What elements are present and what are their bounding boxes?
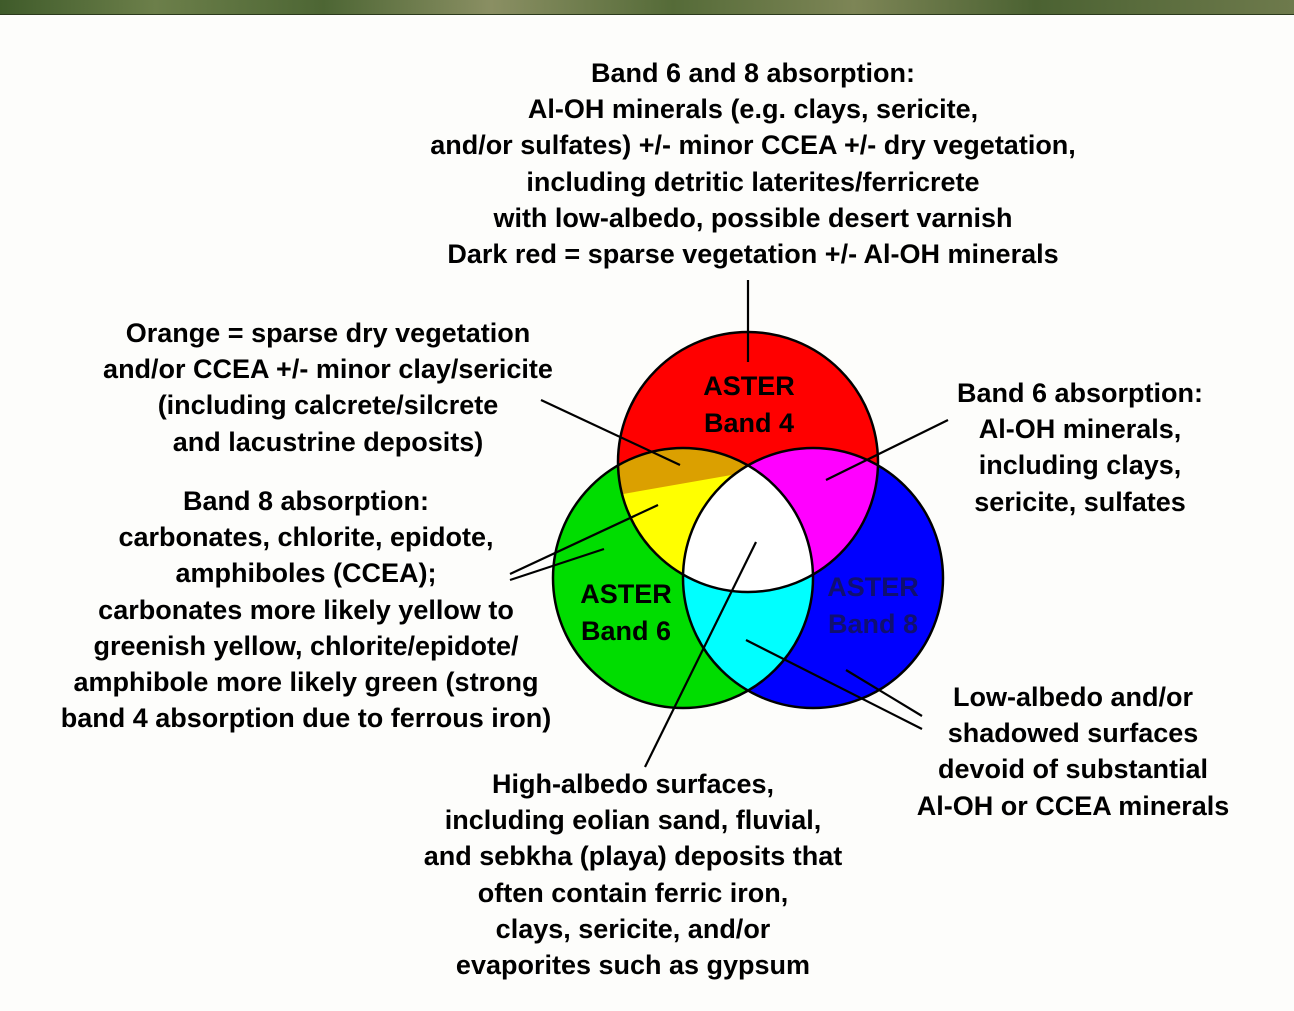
band8-label: ASTER Band 8 (827, 572, 919, 639)
band4-label: ASTER Band 4 (703, 371, 795, 438)
leader-blue (845, 669, 923, 717)
callout-band6-absorption: Band 6 absorption: Al-OH minerals, inclu… (956, 378, 1203, 517)
callout-low-albedo: Low-albedo and/or shadowed surfaces devo… (916, 682, 1230, 821)
callout-orange: Orange = sparse dry vegetation and/or CC… (103, 318, 553, 457)
callout-high-albedo: High-albedo surfaces, including eolian s… (423, 769, 843, 981)
callout-band6-and-8-absorption: Band 6 and 8 absorption: Al-OH minerals … (430, 58, 1076, 270)
callout-band8-absorption: Band 8 absorption: carbonates, chlorite,… (60, 486, 552, 734)
leader-yellow (509, 504, 659, 575)
satellite-image-strip (0, 0, 1294, 15)
leader-green (509, 547, 605, 582)
orange-band (618, 448, 760, 505)
white-center (683, 448, 813, 592)
leader-cyan (745, 639, 923, 730)
leader-white (644, 541, 757, 768)
leader-magenta (825, 419, 949, 481)
band6-label: ASTER Band 6 (580, 579, 672, 646)
leader-orange (540, 399, 681, 466)
